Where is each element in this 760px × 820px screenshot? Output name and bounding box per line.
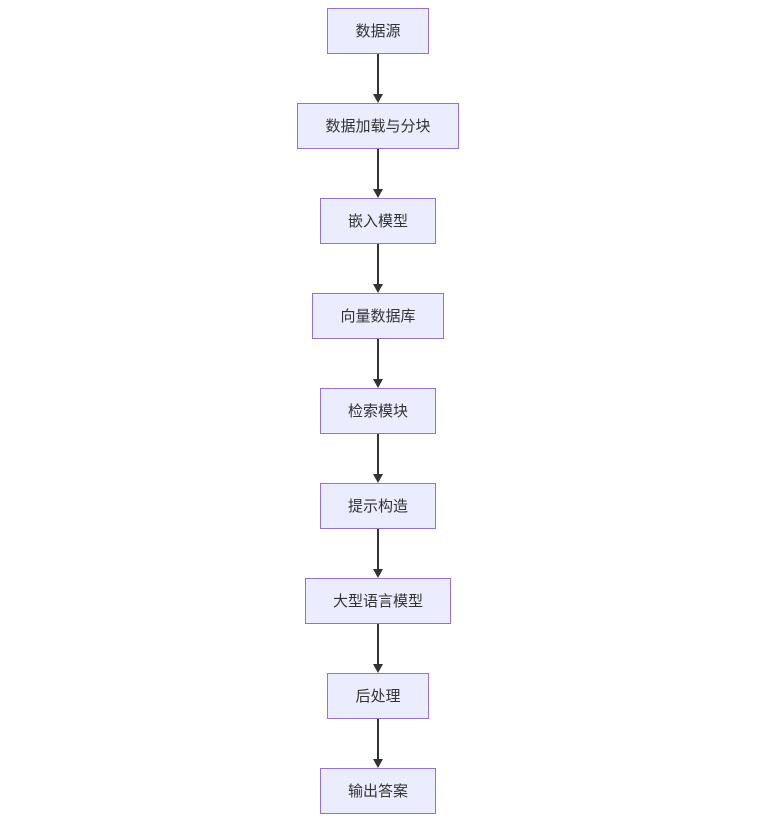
- flow-node-label: 后处理: [355, 687, 401, 705]
- flow-node-label: 嵌入模型: [347, 212, 408, 230]
- flow-node-output-answer: 输出答案: [319, 768, 436, 814]
- edge-line: [377, 54, 379, 95]
- flow-node-prompt-construction: 提示构造: [319, 483, 436, 529]
- edge-line: [377, 244, 379, 285]
- arrowhead-down-icon: [373, 759, 383, 768]
- edge-line: [377, 149, 379, 190]
- flow-node-label: 大型语言模型: [332, 592, 423, 610]
- flow-edge-post-processing-to-output-answer: [373, 719, 383, 768]
- edge-line: [377, 529, 379, 570]
- arrowhead-down-icon: [373, 94, 383, 103]
- flow-edge-retrieval-module-to-prompt-construction: [373, 434, 383, 483]
- flow-edge-data-source-to-data-loading-chunking: [373, 54, 383, 103]
- flow-node-label: 数据源: [355, 22, 401, 40]
- edge-line: [377, 434, 379, 475]
- flow-node-retrieval-module: 检索模块: [319, 388, 436, 434]
- flow-node-label: 提示构造: [347, 497, 408, 515]
- arrowhead-down-icon: [373, 379, 383, 388]
- flow-edge-large-language-model-to-post-processing: [373, 624, 383, 673]
- flow-node-data-source: 数据源: [327, 8, 429, 54]
- flow-node-label: 向量数据库: [340, 307, 416, 325]
- flow-node-data-loading-chunking: 数据加载与分块: [297, 103, 459, 149]
- arrowhead-down-icon: [373, 664, 383, 673]
- flow-edge-embedding-model-to-vector-database: [373, 244, 383, 293]
- flow-edge-prompt-construction-to-large-language-model: [373, 529, 383, 578]
- edge-line: [377, 624, 379, 665]
- flow-node-embedding-model: 嵌入模型: [319, 198, 436, 244]
- edge-line: [377, 339, 379, 380]
- flow-node-label: 输出答案: [347, 782, 408, 800]
- arrowhead-down-icon: [373, 284, 383, 293]
- arrowhead-down-icon: [373, 189, 383, 198]
- flow-node-label: 检索模块: [347, 402, 408, 420]
- edge-line: [377, 719, 379, 760]
- flow-node-post-processing: 后处理: [327, 673, 429, 719]
- arrowhead-down-icon: [373, 569, 383, 578]
- flow-node-vector-database: 向量数据库: [312, 293, 444, 339]
- flow-edge-data-loading-chunking-to-embedding-model: [373, 149, 383, 198]
- flow-edge-vector-database-to-retrieval-module: [373, 339, 383, 388]
- flow-node-large-language-model: 大型语言模型: [304, 578, 451, 624]
- arrowhead-down-icon: [373, 474, 383, 483]
- flow-node-label: 数据加载与分块: [325, 117, 431, 135]
